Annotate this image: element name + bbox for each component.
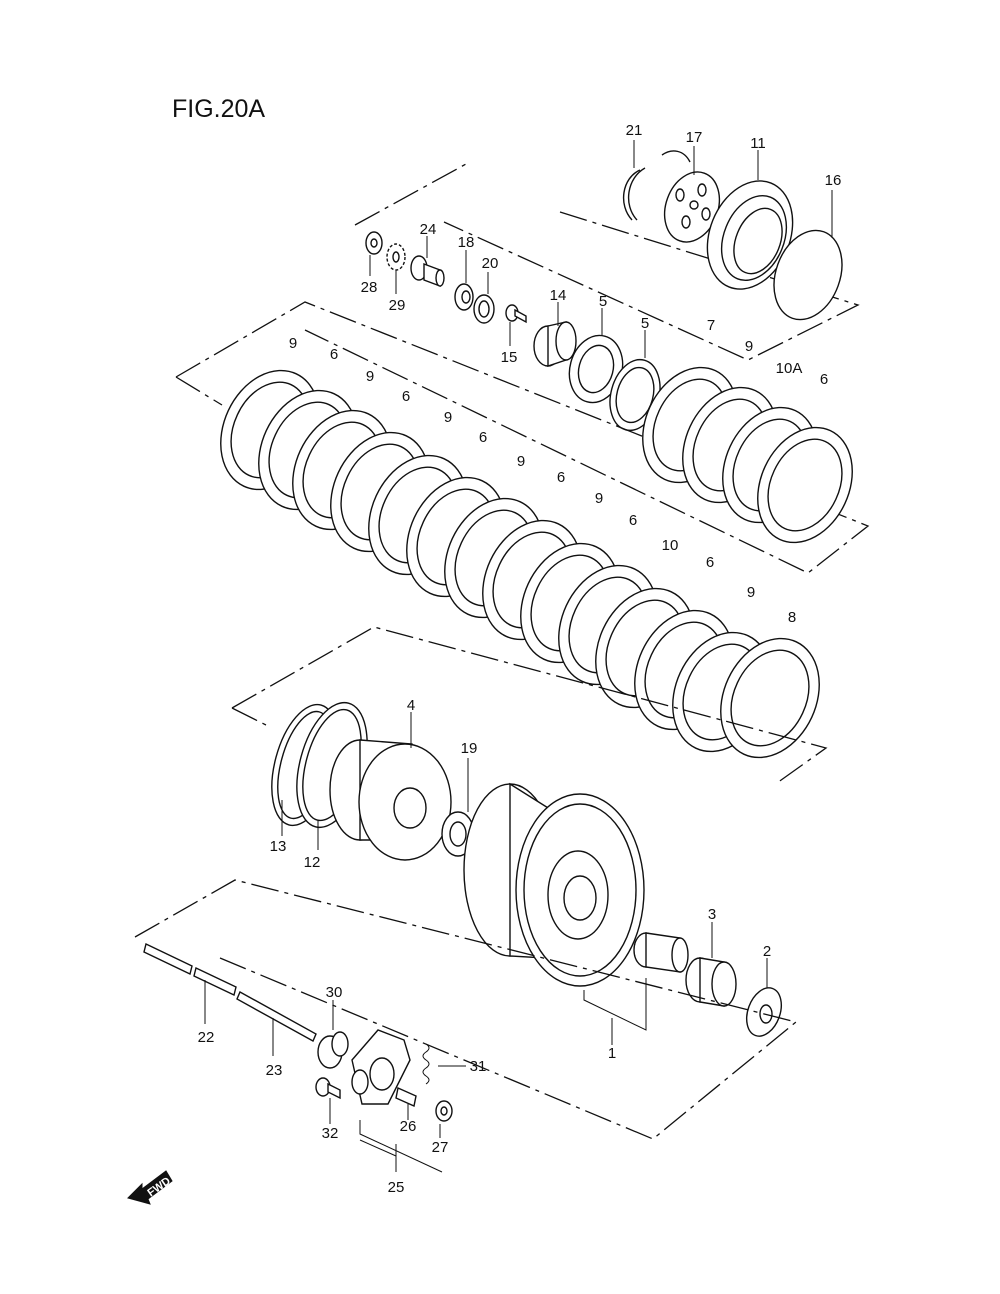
part-21-circlip [622, 140, 646, 221]
callout-6-1: 6 [330, 346, 338, 363]
part-29-lock-washer [386, 243, 406, 294]
part-25-release-assembly [351, 1029, 443, 1173]
part-26-screw [395, 1087, 417, 1120]
figure-title: FIG.20A [172, 95, 265, 123]
callouts: 21 17 11 16 24 18 20 28 29 14 5 5 15 7 9… [198, 122, 842, 1196]
callout-27: 27 [432, 1139, 449, 1156]
part-22-pushrod [143, 942, 237, 1024]
part-1-sleeve [633, 932, 689, 973]
callout-6-5: 6 [629, 512, 637, 529]
callout-6-4: 6 [557, 469, 565, 486]
plate-8 [720, 637, 820, 759]
part-20-washer [473, 272, 495, 324]
callout-14: 14 [550, 287, 567, 304]
part-1-primary-driven-gear [463, 782, 647, 1045]
callout-9-1: 9 [289, 335, 297, 352]
callout-13: 13 [270, 838, 287, 855]
part-11-bearing [706, 150, 794, 290]
part-4-hub [329, 712, 452, 861]
callout-6-6: 6 [706, 554, 714, 571]
hub-group-outline [231, 626, 828, 784]
plate-stack-outline [175, 301, 870, 574]
callout-2: 2 [763, 943, 771, 960]
fwd-arrow-icon: FWD [127, 1170, 173, 1205]
callout-19: 19 [461, 740, 478, 757]
callout-26: 26 [400, 1118, 417, 1135]
part-27-nut [435, 1100, 453, 1138]
callout-10A: 10A [776, 360, 803, 377]
callout-20: 20 [482, 255, 499, 272]
part-17-retainer-plate [661, 146, 721, 243]
callout-31: 31 [470, 1058, 487, 1075]
callout-21: 21 [626, 122, 643, 139]
part-24-bolt [410, 236, 445, 288]
callout-12: 12 [304, 854, 321, 871]
part-15-bolt [505, 304, 527, 346]
callout-9-right: 9 [745, 338, 753, 355]
part-31-spring [422, 1043, 466, 1085]
part-30-piston [317, 1000, 349, 1069]
part-16-washer [773, 190, 843, 321]
plate-stack [220, 366, 853, 759]
part-18-nut [454, 250, 474, 311]
callout-7: 7 [707, 317, 715, 334]
part-28-washer [365, 231, 383, 276]
callout-9-3: 9 [444, 409, 452, 426]
callout-9-6: 9 [747, 584, 755, 601]
callout-11: 11 [750, 135, 766, 152]
part-2-washer [746, 958, 782, 1037]
callout-22: 22 [198, 1029, 215, 1046]
callout-6-3: 6 [479, 429, 487, 446]
callout-16: 16 [825, 172, 842, 189]
part-3-needle-bearing [685, 922, 737, 1007]
callout-15: 15 [501, 349, 518, 366]
callout-4: 4 [407, 697, 415, 714]
part-5-plate-a [568, 308, 624, 404]
callout-23: 23 [266, 1062, 283, 1079]
callout-10: 10 [662, 537, 679, 554]
callout-24: 24 [420, 221, 437, 238]
callout-9-2: 9 [366, 368, 374, 385]
pushrod-group-outline [134, 879, 798, 1140]
callout-29: 29 [389, 297, 406, 314]
part-14-lifter [533, 302, 577, 367]
callout-9-5: 9 [595, 490, 603, 507]
callout-28: 28 [361, 279, 378, 296]
callout-18: 18 [458, 234, 475, 251]
callout-6-right: 6 [820, 371, 828, 388]
callout-1: 1 [608, 1045, 616, 1062]
part-23-pushrod [236, 991, 317, 1056]
callout-25: 25 [388, 1179, 405, 1196]
callout-3: 3 [708, 906, 716, 923]
callout-30: 30 [326, 984, 343, 1001]
callout-5b: 5 [641, 315, 649, 332]
part-32-bolt [315, 1077, 341, 1124]
callout-32: 32 [322, 1125, 339, 1142]
plate-6-r [757, 426, 853, 544]
callout-6-2: 6 [402, 388, 410, 405]
callout-17: 17 [686, 129, 703, 146]
callout-5a: 5 [599, 293, 607, 310]
callout-8: 8 [788, 609, 796, 626]
callout-9-4: 9 [517, 453, 525, 470]
